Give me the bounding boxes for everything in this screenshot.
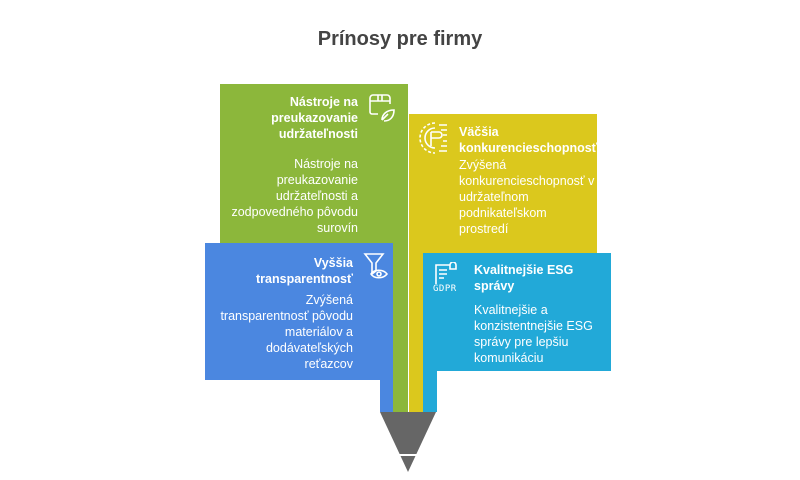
page-title: Prínosy pre firmy — [317, 28, 483, 50]
item-heading: Kvalitnejšie ESG správy — [474, 263, 574, 293]
copyright-track-icon — [419, 122, 447, 154]
item-heading: Vyššia transparentnosť — [256, 256, 353, 286]
item-text: Kvalitnejšie a konzistentnejšie ESG sprá… — [474, 303, 593, 365]
green-block — [220, 84, 408, 244]
item-heading: Nástroje na preukazovanie udržateľnosti — [271, 95, 358, 141]
item-text: Zvýšená transparentnosť pôvodu materiálo… — [220, 293, 353, 371]
green-stem — [393, 84, 408, 412]
cyan-block — [423, 253, 611, 371]
item-heading: Väčšia konkurencieschopnosť — [459, 125, 598, 155]
item-text: Nástroje na preukazovanie udržateľnosti … — [231, 157, 358, 235]
funnel-tip — [378, 412, 438, 472]
item-text: Zvýšená konkurencieschopnosť v udržateľn… — [459, 158, 595, 236]
gdpr-label: GDPR — [433, 284, 457, 294]
box-leaf-icon — [369, 94, 395, 122]
blue-stem — [380, 243, 393, 412]
blue-block — [205, 243, 393, 380]
yellow-stem — [409, 114, 423, 412]
cyan-stem — [423, 253, 437, 412]
gdpr-document-icon: GDPR — [431, 262, 465, 296]
funnel-eye-icon — [363, 253, 389, 279]
